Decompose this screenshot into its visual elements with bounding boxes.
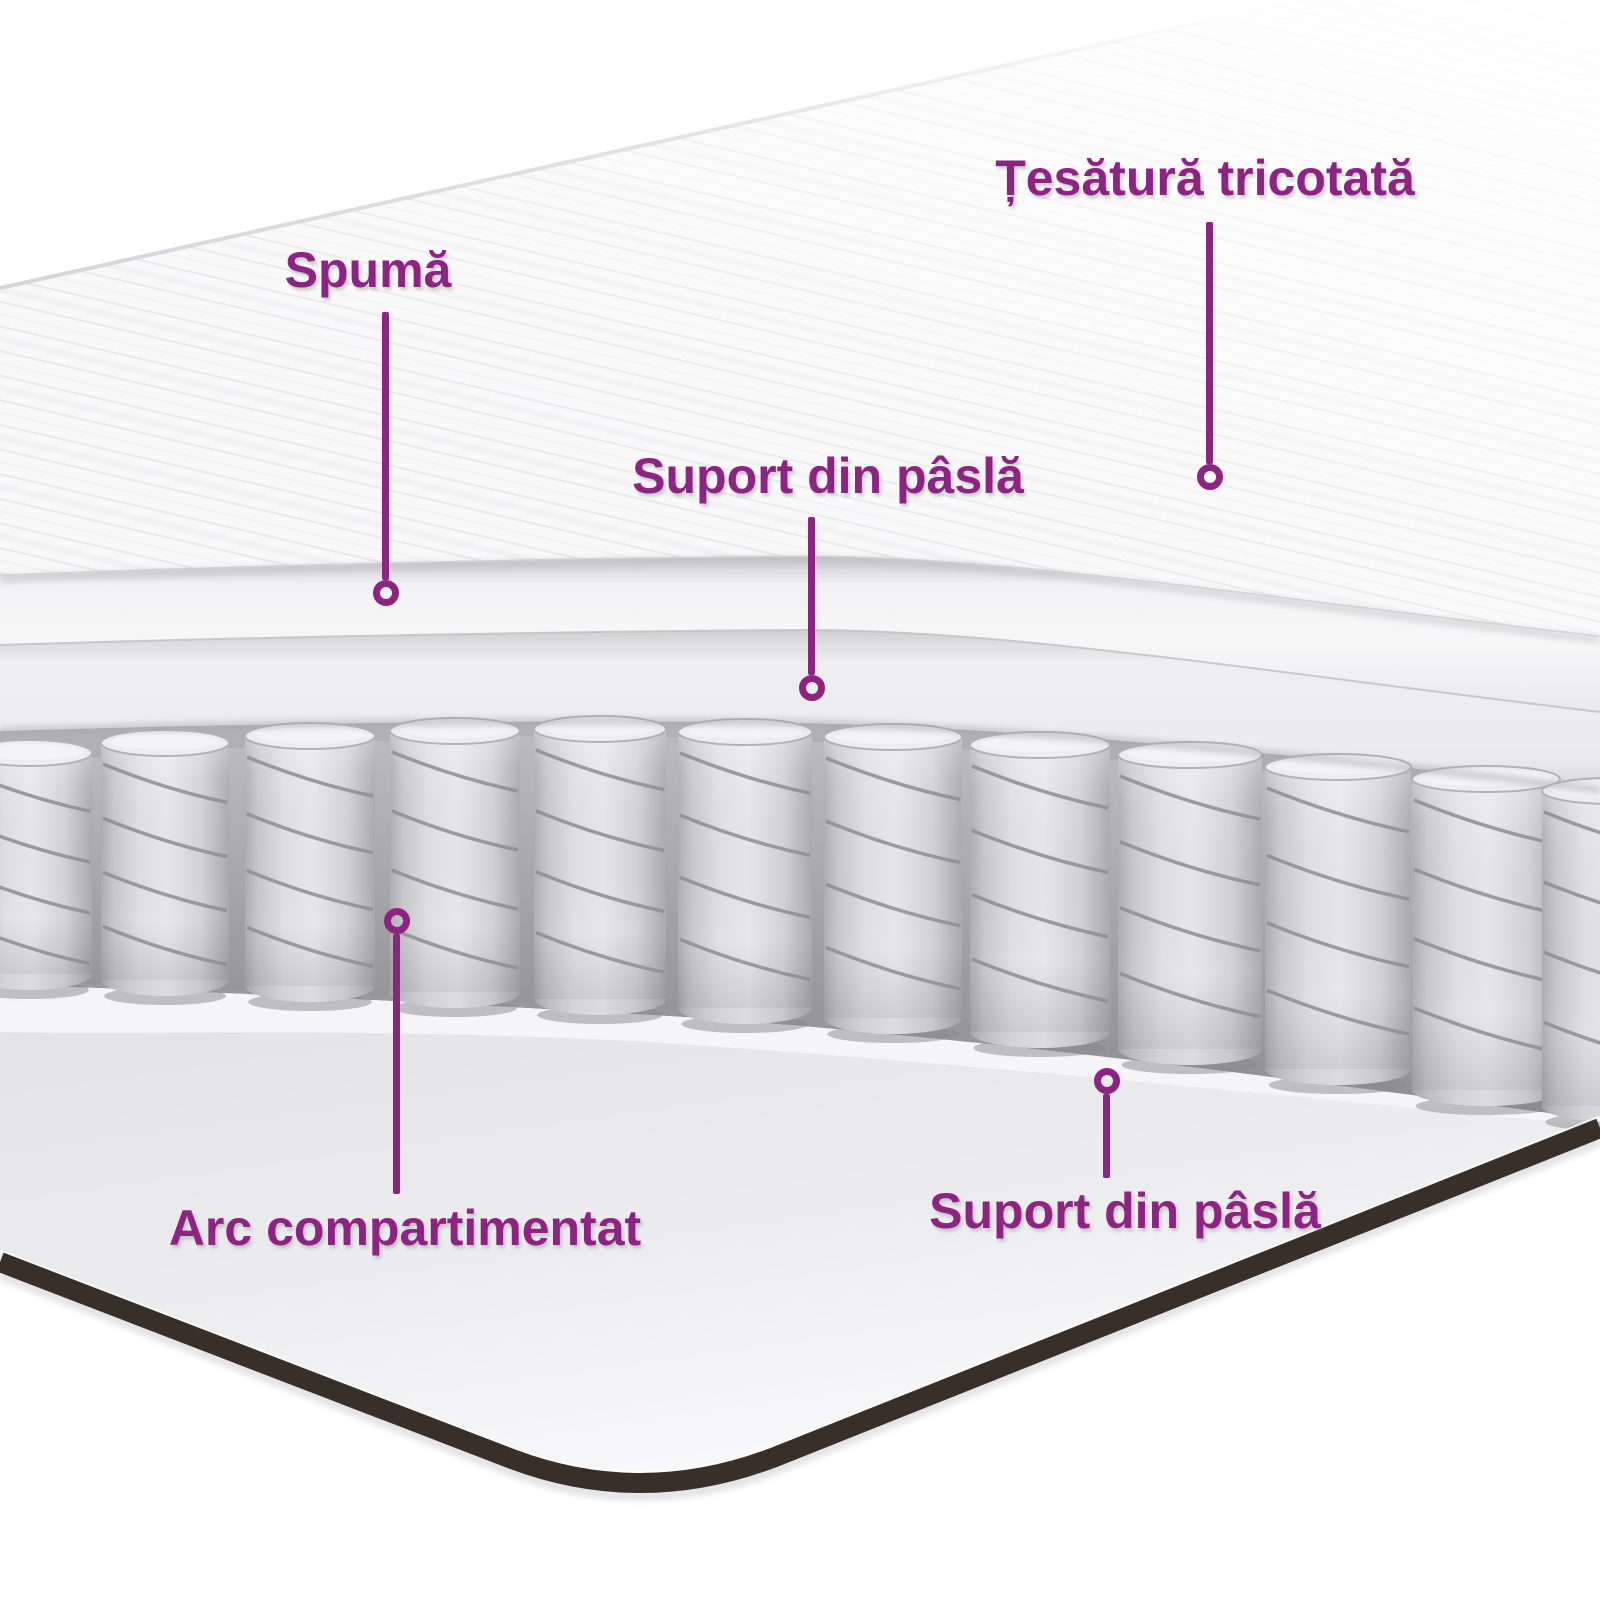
pocket-spring (533, 715, 667, 1024)
label-felt-support-bottom: Suport din pâslă (929, 1183, 1321, 1239)
pocket-spring (0, 739, 93, 999)
pocket-spring (1541, 777, 1600, 1131)
leader-felt-support-top (808, 517, 815, 675)
pocket-spring (1264, 753, 1412, 1094)
callout-dot-felt-support-top (799, 675, 825, 701)
felt-support-top-layer (0, 628, 1600, 790)
foam-layer (0, 555, 1600, 712)
leader-foam (382, 312, 389, 580)
callout-dot-pocket-spring (384, 908, 410, 934)
pocket-spring (244, 722, 376, 1011)
label-pocket-spring: Arc compartimentat (168, 1200, 642, 1256)
label-knitted-fabric: Țesătură tricotată (995, 150, 1415, 206)
pocket-spring (389, 717, 521, 1017)
base-dark-edge (0, 1115, 1600, 1501)
callout-dot-felt-support-bottom (1094, 1068, 1120, 1094)
label-foam: Spumă (284, 242, 452, 298)
pocket-spring (1411, 765, 1561, 1115)
felt-support-bottom-layer (0, 985, 1600, 1482)
pocket-spring (677, 718, 813, 1033)
felt-shadow (0, 717, 1600, 794)
callout-dot-knitted-fabric (1197, 464, 1223, 490)
leader-pocket-spring (393, 934, 400, 1194)
callout-dot-foam (373, 580, 399, 606)
pocket-spring (969, 731, 1111, 1057)
pocket-spring (1117, 741, 1263, 1074)
label-felt-support-top: Suport din pâslă (632, 448, 1024, 504)
leader-felt-support-bottom (1103, 1094, 1110, 1178)
pocket-spring (100, 729, 230, 1005)
pocket-springs-row (0, 715, 1600, 1131)
pocket-spring (823, 723, 963, 1043)
leader-knitted-fabric (1206, 222, 1213, 464)
